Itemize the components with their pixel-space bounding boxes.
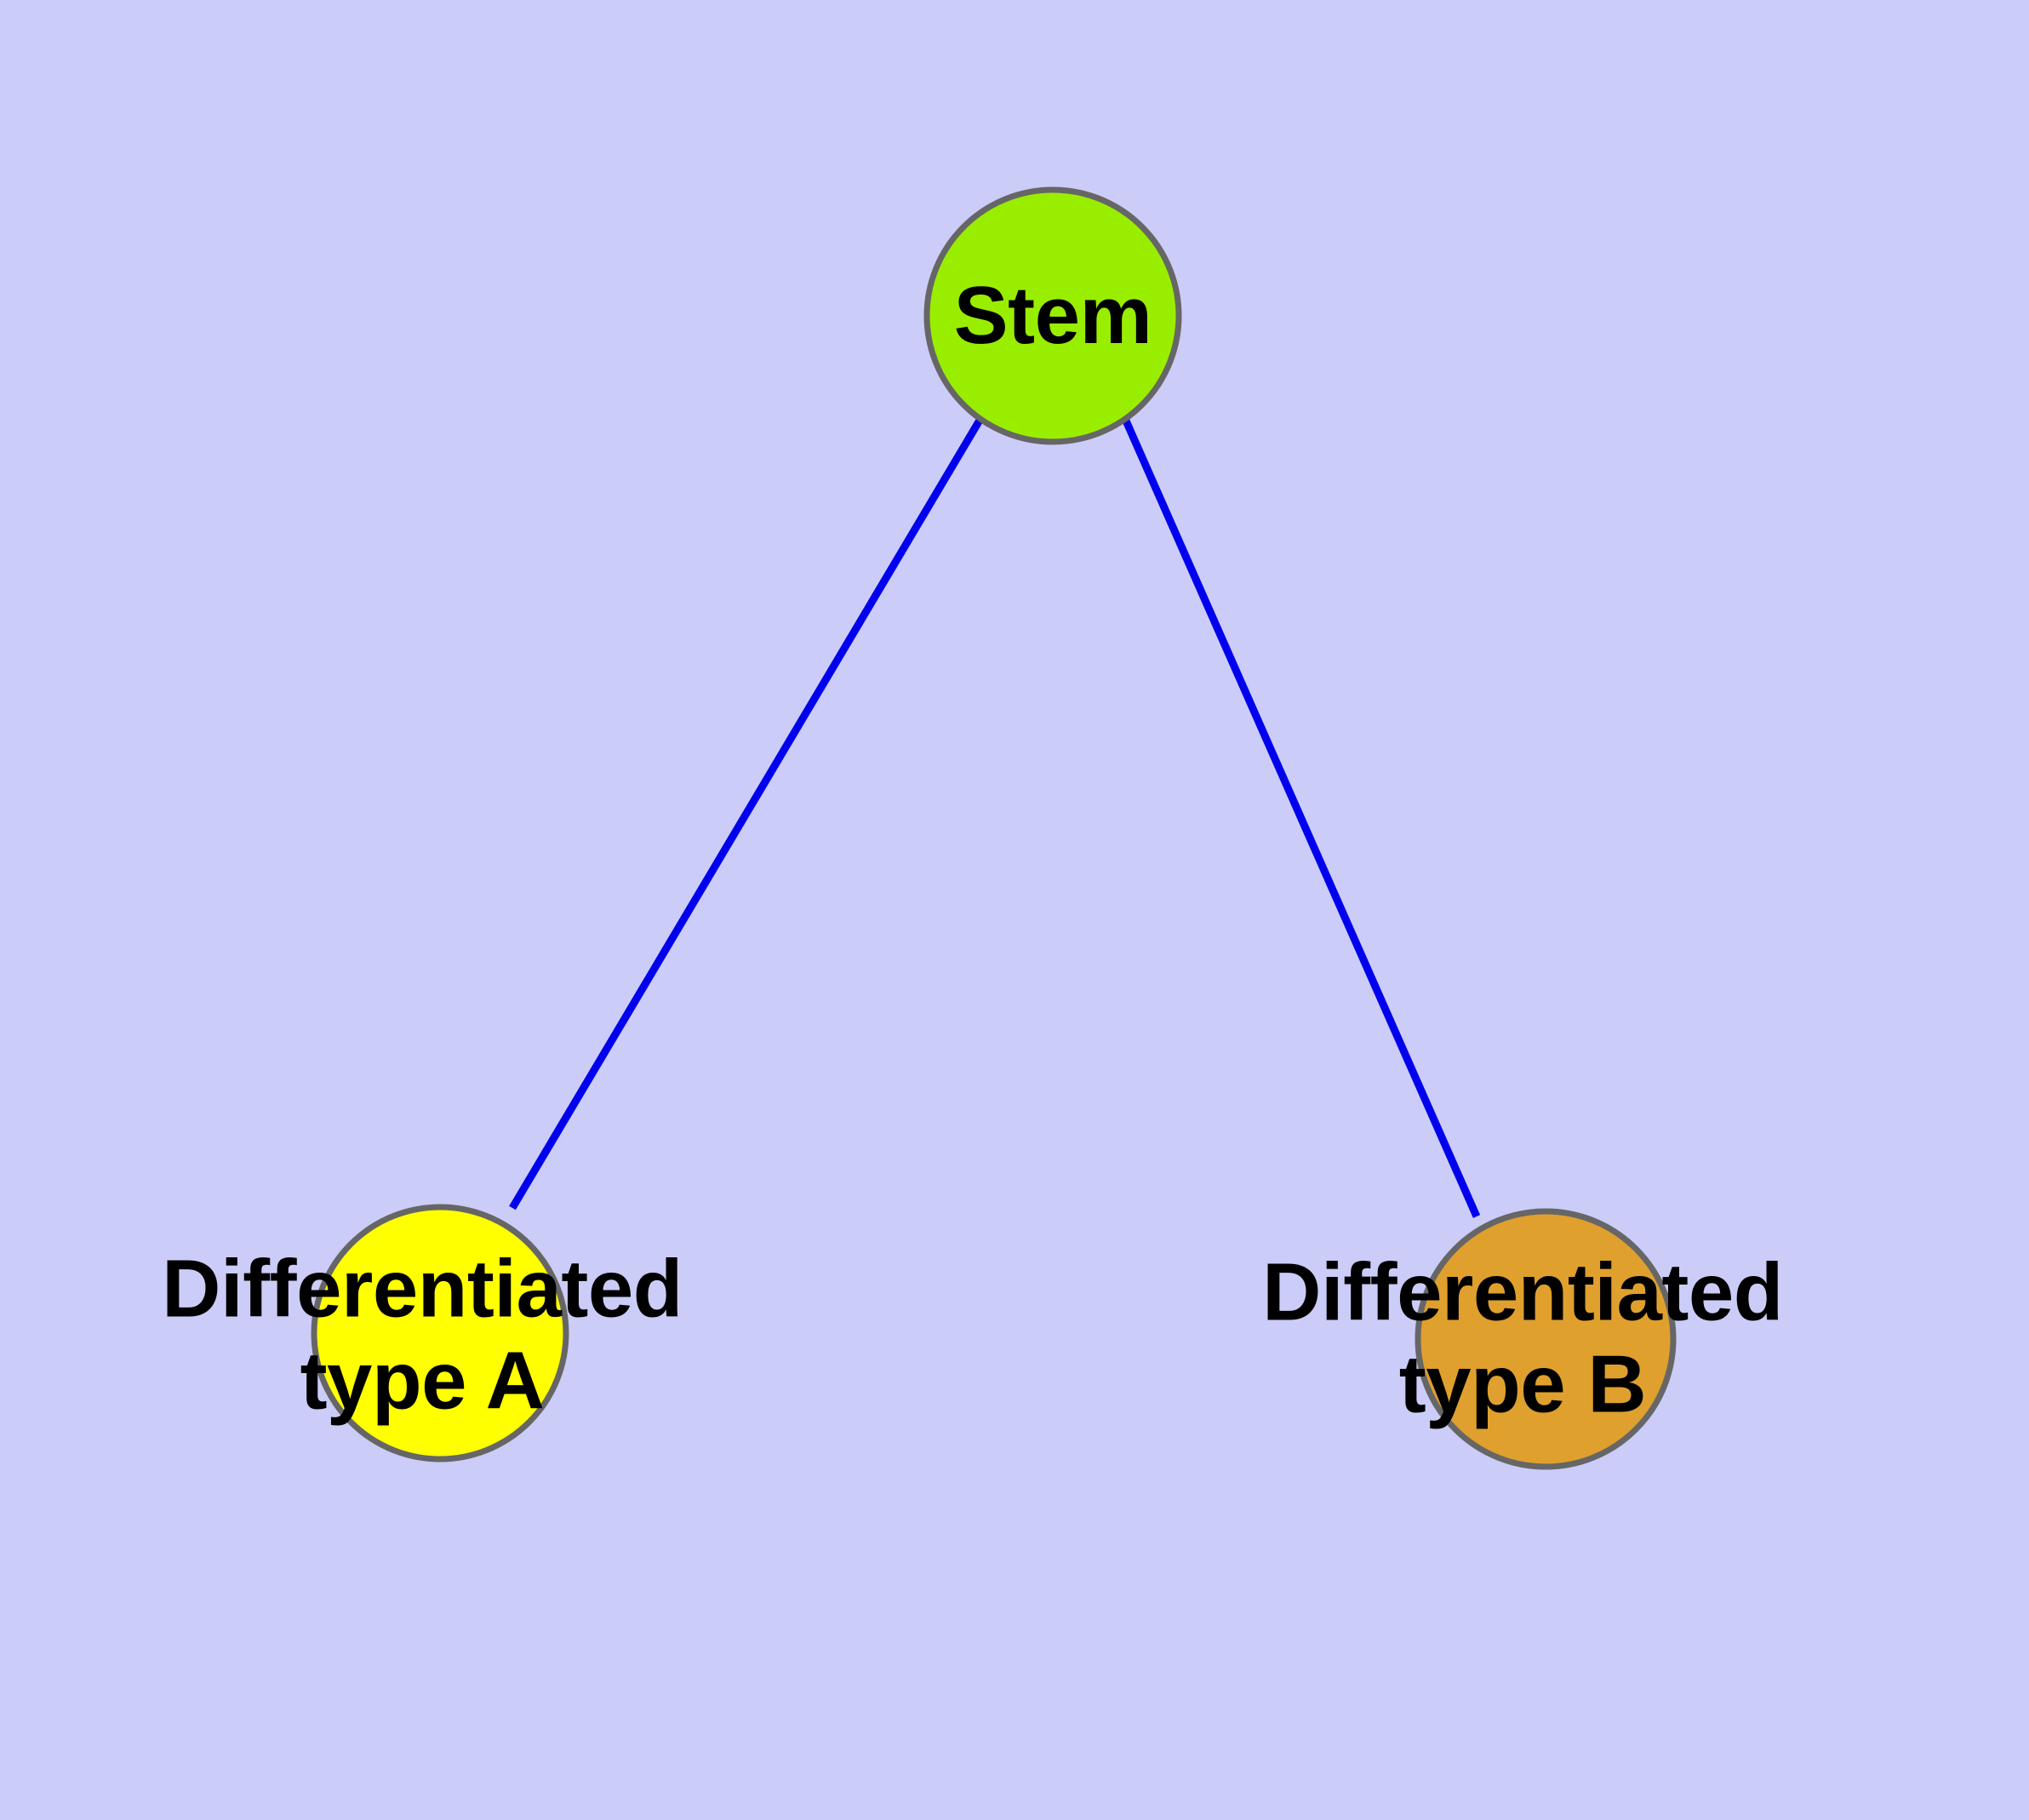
nodes-group — [311, 186, 1677, 1470]
node-circle-differentiated-type-a[interactable] — [311, 1204, 569, 1462]
node-circle-stem[interactable] — [923, 186, 1182, 445]
edge-stem-to-differentiated-type-b — [1121, 417, 1481, 1218]
edges-group — [509, 416, 1481, 1218]
node-circle-differentiated-type-b[interactable] — [1415, 1208, 1677, 1470]
edge-stem-to-differentiated-type-a — [509, 416, 984, 1210]
